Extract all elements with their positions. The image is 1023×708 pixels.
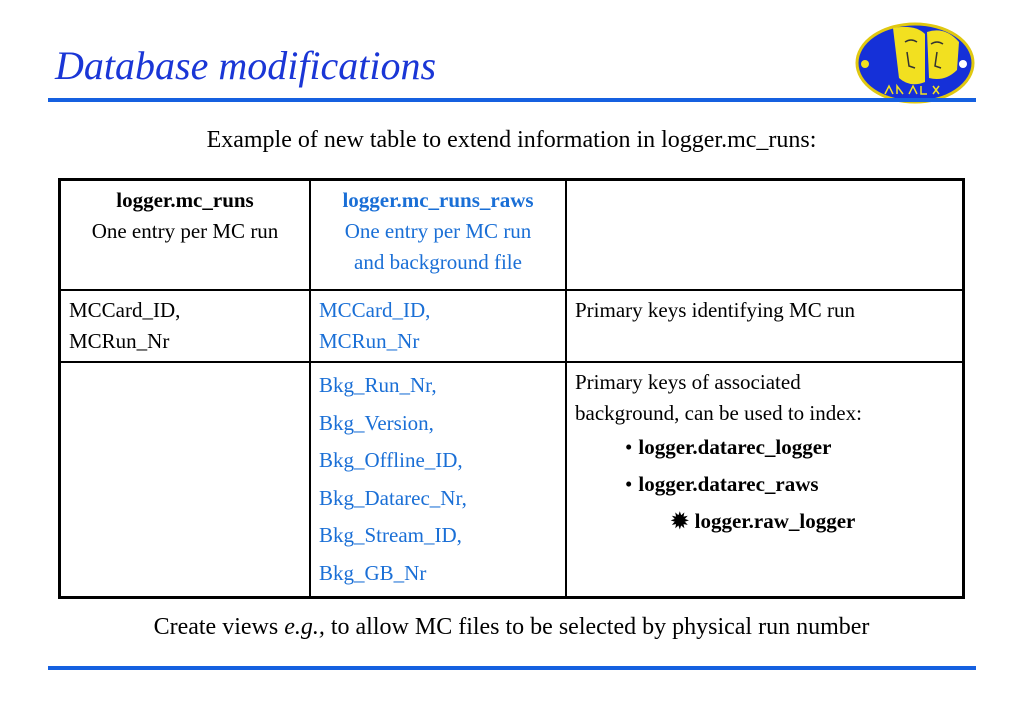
table-row-background-keys: Bkg_Run_Nr, Bkg_Version, Bkg_Offline_ID,… <box>58 361 965 599</box>
slide-footer-note: Create views e.g., to allow MC files to … <box>0 614 1023 641</box>
bkg-desc-line1: Primary keys of associated <box>575 370 801 394</box>
bkg-cell-description: Primary keys of associated background, c… <box>565 361 965 599</box>
starburst-bullet-icon: ✹ <box>671 509 689 533</box>
table-header-row: logger.mc_runs One entry per MC run logg… <box>58 178 965 291</box>
bkg-field: Bkg_GB_Nr <box>319 560 427 585</box>
bkg-desc-line2: background, can be used to index: <box>575 401 862 425</box>
header-cell-mc-runs-raws: logger.mc_runs_raws One entry per MC run… <box>309 178 567 291</box>
footer-text-emphasis: e.g., <box>284 614 325 640</box>
bkg-bullet-text: logger.datarec_raws <box>638 472 819 496</box>
top-divider <box>48 98 976 102</box>
schema-table: logger.mc_runs One entry per MC run logg… <box>58 178 965 599</box>
bkg-field: Bkg_Datarec_Nr, <box>319 485 467 510</box>
keys-cell-description: Primary keys identifying MC run <box>565 289 965 363</box>
header-cell-empty <box>565 178 965 291</box>
bkg-cell-fields: Bkg_Run_Nr, Bkg_Version, Bkg_Offline_ID,… <box>309 361 567 599</box>
keys-cell-mc-runs: MCCard_ID, MCRun_Nr <box>58 289 311 363</box>
bullet-icon: • <box>625 435 633 459</box>
kloe-logo-icon <box>855 22 975 104</box>
bkg-field: Bkg_Stream_ID, <box>319 523 462 547</box>
bkg-bullet-text: logger.datarec_logger <box>638 435 832 459</box>
footer-text-before: Create views <box>153 614 285 640</box>
bkg-bullet-item: •logger.datarec_raws <box>575 466 954 503</box>
bkg-field: Bkg_Run_Nr, <box>319 373 437 397</box>
header-mc-runs-desc: One entry per MC run <box>91 219 279 243</box>
keys-mc-runs-raws-line1: MCCard_ID, <box>319 298 431 322</box>
bkg-field: Bkg_Offline_ID, <box>319 448 463 472</box>
keys-cell-mc-runs-raws: MCCard_ID, MCRun_Nr <box>309 289 567 363</box>
header-mc-runs-raws-title: logger.mc_runs_raws <box>342 188 534 212</box>
header-mc-runs-raws-desc-line2: and background file <box>354 250 522 274</box>
bkg-cell-empty <box>58 361 311 599</box>
header-cell-mc-runs: logger.mc_runs One entry per MC run <box>58 178 311 291</box>
header-mc-runs-raws-desc-line1: One entry per MC run <box>344 219 532 243</box>
bkg-sub-bullet-item: ✹logger.raw_logger <box>575 503 954 540</box>
bkg-field: Bkg_Version, <box>319 410 434 435</box>
header-mc-runs-title: logger.mc_runs <box>116 188 254 212</box>
bkg-bullet-item: •logger.datarec_logger <box>575 429 954 466</box>
keys-mc-runs-line1: MCCard_ID, <box>69 298 181 322</box>
footer-text-after: to allow MC files to be selected by phys… <box>324 614 870 640</box>
bottom-divider <box>48 666 976 670</box>
slide-subtitle: Example of new table to extend informati… <box>206 127 817 153</box>
keys-mc-runs-raws-line2: MCRun_Nr <box>319 329 420 353</box>
keys-mc-runs-line2: MCRun_Nr <box>69 329 170 353</box>
bkg-sub-bullet-text: logger.raw_logger <box>694 509 856 533</box>
table-row-primary-keys: MCCard_ID, MCRun_Nr MCCard_ID, MCRun_Nr … <box>58 289 965 363</box>
bullet-icon: • <box>625 472 633 496</box>
page-title: Database modifications <box>55 43 437 88</box>
